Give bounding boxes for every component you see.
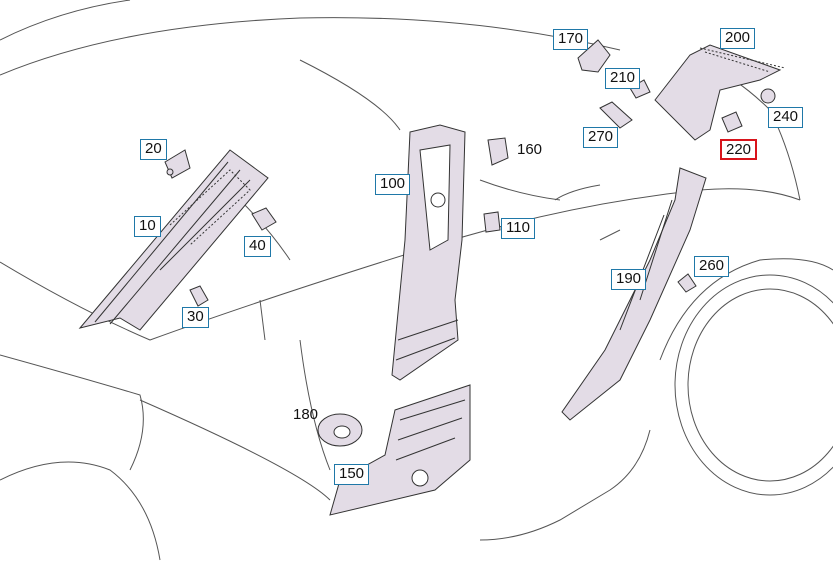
part-40-clip <box>251 207 277 231</box>
part-220-clip <box>721 111 743 133</box>
callout-100[interactable]: 100 <box>375 174 411 195</box>
callout-10[interactable]: 10 <box>134 216 161 237</box>
callout-210[interactable]: 210 <box>605 68 641 89</box>
callout-200[interactable]: 200 <box>720 28 756 49</box>
callout-30[interactable]: 30 <box>182 307 209 328</box>
part-200-rear-trim <box>654 44 786 141</box>
part-240-grommet <box>760 88 776 104</box>
part-150-b-pillar-lower <box>329 384 471 516</box>
callout-20[interactable]: 20 <box>140 139 167 160</box>
callout-260[interactable]: 260 <box>694 256 730 277</box>
part-160-handle <box>487 137 509 166</box>
part-270-cover <box>599 101 633 129</box>
part-170-clip <box>577 39 611 73</box>
callout-170[interactable]: 170 <box>553 29 589 50</box>
callout-110[interactable]: 110 <box>501 218 535 239</box>
part-180-cover <box>317 413 363 447</box>
part-260-clip <box>677 273 697 293</box>
part-30-clip <box>189 285 209 307</box>
callout-270[interactable]: 270 <box>583 127 619 148</box>
callout-240[interactable]: 240 <box>768 107 804 128</box>
part-100-b-pillar-upper <box>391 124 466 381</box>
callout-150[interactable]: 150 <box>334 464 370 485</box>
callout-220-highlighted[interactable]: 220 <box>720 139 758 160</box>
label-160: 160 <box>517 141 543 158</box>
callout-40[interactable]: 40 <box>244 236 271 257</box>
part-110-clip <box>483 211 501 233</box>
part-10-a-pillar-trim <box>78 149 269 331</box>
callout-190[interactable]: 190 <box>611 269 647 290</box>
part-20-clip <box>164 149 191 179</box>
label-180: 180 <box>293 406 319 423</box>
part-190-c-pillar-trim <box>561 167 707 421</box>
